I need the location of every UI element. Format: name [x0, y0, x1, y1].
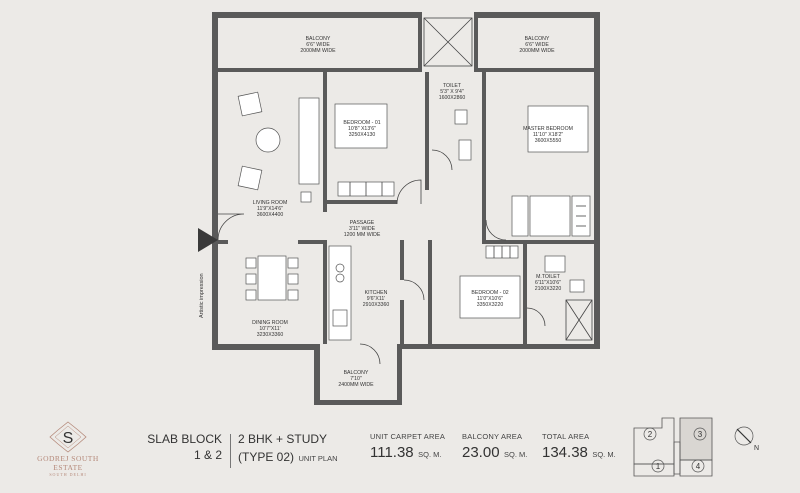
- room-label-passage: PASSAGE 3'11" WIDE 1200 MM WIDE: [344, 220, 381, 238]
- svg-text:BALCONY: BALCONY: [525, 36, 550, 42]
- svg-text:BALCONY: BALCONY: [306, 36, 331, 42]
- svg-text:2000MM WIDE: 2000MM WIDE: [519, 48, 555, 54]
- key-block-2: 2: [648, 430, 653, 439]
- svg-text:PASSAGE: PASSAGE: [350, 220, 375, 226]
- entrance-arrow-icon: [198, 228, 218, 252]
- room-label-kitchen: KITCHEN 9'6"X11' 2910X3360: [363, 290, 390, 308]
- svg-text:7'10": 7'10": [350, 376, 362, 382]
- compass-icon: [734, 426, 754, 446]
- block-title: SLAB BLOCK 1 & 2: [130, 432, 222, 462]
- area-balcony: BALCONY AREA 23.00 SQ. M.: [462, 432, 542, 462]
- area-unit: SQ. M.: [592, 450, 616, 459]
- svg-text:6'6" WIDE: 6'6" WIDE: [525, 42, 549, 48]
- svg-text:3250X4130: 3250X4130: [349, 132, 376, 138]
- svg-text:BEDROOM - 02: BEDROOM - 02: [471, 290, 508, 296]
- room-label-dining-room: DINING ROOM 10'7"X11' 3230X3360: [252, 320, 288, 338]
- block-line1: SLAB BLOCK: [147, 432, 222, 446]
- area-label: BALCONY AREA: [462, 432, 523, 441]
- area-value: 134.38: [542, 444, 588, 461]
- svg-text:3230X3360: 3230X3360: [257, 332, 284, 338]
- area-total: TOTAL AREA 134.38 SQ. M.: [542, 432, 632, 462]
- north-label: N: [754, 445, 759, 452]
- furniture: [237, 91, 591, 341]
- svg-text:2910X3360: 2910X3360: [363, 302, 390, 308]
- svg-text:11'9"X14'6": 11'9"X14'6": [257, 206, 283, 212]
- room-label-bedroom-01: BEDROOM - 01 10'8" X13'6" 3250X4130: [343, 120, 380, 138]
- key-block-4: 4: [696, 462, 701, 471]
- unit-type-line2: (TYPE 02): [238, 450, 295, 464]
- svg-text:2400MM WIDE: 2400MM WIDE: [338, 382, 374, 388]
- walls: [212, 12, 600, 405]
- artistic-impression-note: Artistic impression: [199, 273, 205, 318]
- brand-logo: S GODREJ SOUTH ESTATE SOUTH DELHI: [28, 420, 108, 490]
- svg-text:M.TOILET: M.TOILET: [536, 274, 561, 280]
- svg-text:2000MM WIDE: 2000MM WIDE: [300, 48, 336, 54]
- room-label-balcony-bottom: BALCONY 7'10" 2400MM WIDE: [338, 370, 374, 388]
- svg-text:BEDROOM - 01: BEDROOM - 01: [343, 120, 380, 126]
- room-label-balcony-left: BALCONY 6'6" WIDE 2000MM WIDE: [300, 36, 336, 54]
- key-plan: 2 3 1 4 N: [633, 417, 759, 477]
- key-block-3: 3: [698, 430, 703, 439]
- door-swings: [217, 149, 546, 365]
- floor-plan: BALCONY 6'6" WIDE 2000MM WIDE BALCONY 6'…: [198, 12, 600, 405]
- svg-text:9'6"X11': 9'6"X11': [367, 296, 385, 302]
- svg-text:10'7"X11': 10'7"X11': [259, 326, 280, 332]
- svg-text:3350X3220: 3350X3220: [477, 302, 504, 308]
- area-unit: SQ. M.: [504, 450, 528, 459]
- svg-text:TOILET: TOILET: [443, 83, 462, 89]
- svg-text:DINING ROOM: DINING ROOM: [252, 320, 288, 326]
- room-label-m-toilet: M.TOILET 6'11"X10'6" 2100X3220: [535, 274, 562, 292]
- unit-type-line1: 2 BHK + STUDY: [238, 432, 328, 446]
- svg-text:S: S: [63, 430, 74, 447]
- svg-text:11'10" X18'2": 11'10" X18'2": [533, 132, 564, 138]
- svg-text:LIVING ROOM: LIVING ROOM: [253, 200, 288, 206]
- svg-text:1600X2860: 1600X2860: [439, 95, 466, 101]
- area-value: 111.38: [370, 444, 414, 461]
- svg-text:6'6" WIDE: 6'6" WIDE: [306, 42, 330, 48]
- area-unit: SQ. M.: [418, 450, 442, 459]
- block-line2: 1 & 2: [193, 448, 222, 462]
- area-label: TOTAL AREA: [542, 432, 590, 441]
- svg-text:3600X5550: 3600X5550: [535, 138, 562, 144]
- key-block-1: 1: [656, 462, 661, 471]
- logo-name: GODREJ SOUTH ESTATE: [37, 454, 99, 472]
- svg-text:3'11" WIDE: 3'11" WIDE: [349, 226, 376, 232]
- unit-type-suffix: UNIT PLAN: [298, 454, 338, 463]
- logo-subtitle: SOUTH DELHI: [49, 472, 87, 477]
- svg-text:11'0"X10'6": 11'0"X10'6": [477, 296, 503, 302]
- svg-text:10'8" X13'6": 10'8" X13'6": [348, 126, 376, 132]
- area-unit-carpet: UNIT CARPET AREA 111.38 SQ. M.: [370, 432, 460, 462]
- svg-text:1200 MM WIDE: 1200 MM WIDE: [344, 232, 381, 238]
- svg-text:MASTER BEDROOM: MASTER BEDROOM: [523, 126, 573, 132]
- area-label: UNIT CARPET AREA: [370, 432, 446, 441]
- svg-text:KITCHEN: KITCHEN: [365, 290, 388, 296]
- room-label-living-room: LIVING ROOM 11'9"X14'6" 3600X4400: [253, 200, 288, 218]
- room-label-master-bedroom: MASTER BEDROOM 11'10" X18'2" 3600X5550: [523, 126, 573, 144]
- duct-shaft: [423, 17, 593, 341]
- logo-emblem-icon: S: [49, 421, 87, 453]
- svg-text:3600X4400: 3600X4400: [257, 212, 284, 218]
- room-label-bedroom-02: BEDROOM - 02 11'0"X10'6" 3350X3220: [471, 290, 508, 308]
- area-value: 23.00: [462, 444, 500, 461]
- plan-footer: S GODREJ SOUTH ESTATE SOUTH DELHI SLAB B…: [0, 417, 800, 493]
- room-label-toilet: TOILET 5'3" X 9'4" 1600X2860: [439, 83, 466, 101]
- room-label-balcony-right: BALCONY 6'6" WIDE 2000MM WIDE: [519, 36, 555, 54]
- svg-text:BALCONY: BALCONY: [344, 370, 369, 376]
- divider: [230, 434, 231, 468]
- svg-text:5'3" X 9'4": 5'3" X 9'4": [440, 89, 464, 95]
- svg-text:2100X3220: 2100X3220: [535, 286, 562, 292]
- unit-type: 2 BHK + STUDY (TYPE 02) UNIT PLAN: [238, 432, 378, 466]
- svg-text:6'11"X10'6": 6'11"X10'6": [535, 280, 561, 286]
